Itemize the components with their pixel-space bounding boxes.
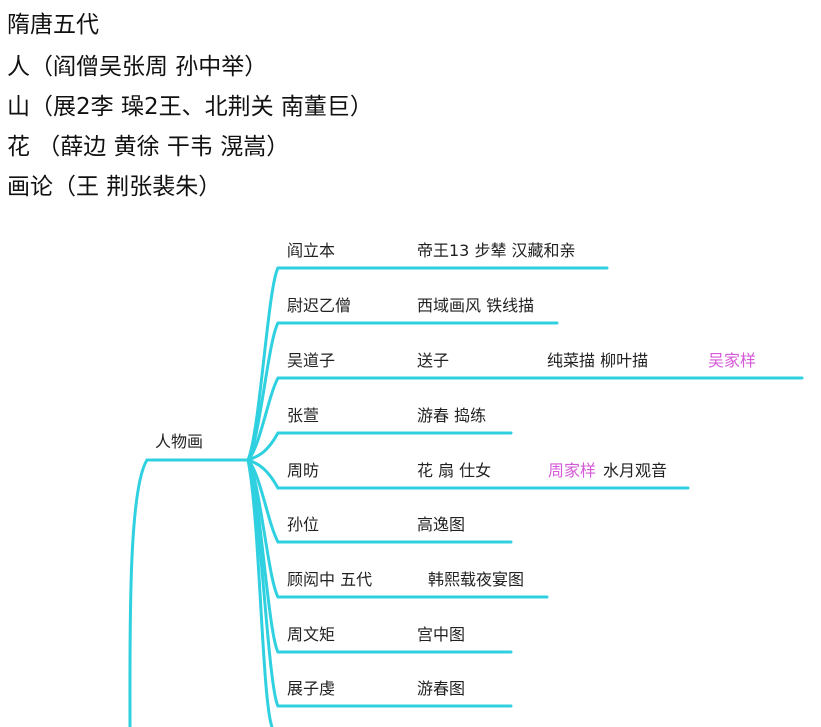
branch-desc: 韩熙载夜宴图 bbox=[428, 570, 524, 589]
branch-connector bbox=[246, 458, 274, 727]
branch-connector bbox=[246, 266, 280, 462]
branch-desc: 宫中图 bbox=[417, 625, 465, 644]
branch-desc: 花 扇 仕女 bbox=[417, 461, 491, 480]
heading-period: 隋唐五代 bbox=[7, 12, 99, 38]
branch-connector bbox=[246, 458, 280, 490]
root-node-label: 人物画 bbox=[155, 432, 203, 451]
branch-name: 展子虔 bbox=[287, 679, 335, 698]
branch-extra: 水月观音 bbox=[603, 461, 667, 480]
branch-connector bbox=[246, 431, 280, 462]
branch-name: 周文矩 bbox=[287, 625, 335, 644]
branch-name: 尉迟乙僧 bbox=[287, 296, 351, 315]
branch-desc: 送子 bbox=[417, 351, 449, 370]
branch-name: 孙位 bbox=[287, 515, 319, 534]
branch-desc: 游春图 bbox=[417, 679, 465, 698]
branch-connector bbox=[246, 321, 280, 462]
branch-name: 顾闳中 五代 bbox=[287, 570, 372, 589]
branch-name: 张萱 bbox=[287, 406, 319, 425]
branch-connector bbox=[246, 376, 280, 462]
branch-desc: 西域画风 铁线描 bbox=[417, 296, 534, 315]
branch-name: 周昉 bbox=[287, 461, 319, 480]
branch-extra: 纯菜描 柳叶描 bbox=[547, 351, 648, 370]
heading-figure-painting: 人（阎僧吴张周 孙中举） bbox=[7, 54, 268, 80]
heading-flowers: 花 （薛边 黄徐 干韦 滉嵩） bbox=[7, 134, 290, 160]
branch-desc: 高逸图 bbox=[417, 515, 465, 534]
branch-style-label: 吴家样 bbox=[708, 351, 756, 370]
branch-name: 阎立本 bbox=[287, 241, 335, 260]
branch-style-label: 周家样 bbox=[548, 461, 596, 480]
heading-landscape: 山（展2李 璪2王、北荆关 南董巨） bbox=[7, 94, 373, 120]
branch-name: 吴道子 bbox=[287, 351, 335, 370]
branch-desc: 游春 捣练 bbox=[417, 406, 486, 425]
branch-desc: 帝王13 步辇 汉藏和亲 bbox=[417, 241, 576, 260]
root-connector bbox=[128, 458, 149, 727]
heading-art-theory: 画论（王 荆张裴朱） bbox=[7, 174, 222, 200]
